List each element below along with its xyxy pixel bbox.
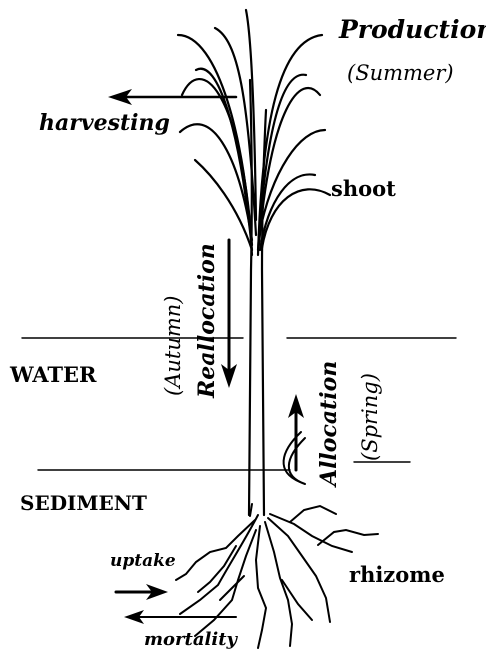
sediment-label: SEDIMENT [20, 491, 147, 515]
production-label: Production [338, 15, 486, 44]
mortality-arrow [124, 610, 236, 624]
reed-stem [249, 80, 266, 515]
uptake-label: uptake [110, 551, 176, 571]
reed-leaves [178, 10, 330, 255]
rhizome-roots [176, 504, 378, 648]
shoot-label: shoot [331, 176, 396, 201]
rhizome-label: rhizome [349, 562, 445, 587]
autumn-label: (Autumn) [161, 296, 185, 396]
harvesting-label: harvesting [39, 110, 170, 136]
allocation-label: Allocation [316, 361, 342, 488]
uptake-arrow [116, 584, 168, 600]
reallocation-label: Reallocation [194, 243, 220, 399]
reallocation-arrow [221, 240, 237, 388]
water-label: WATER [9, 362, 97, 387]
spring-label: (Spring) [358, 373, 382, 461]
mortality-label: mortality [144, 629, 239, 650]
summer-label: (Summer) [347, 61, 454, 85]
